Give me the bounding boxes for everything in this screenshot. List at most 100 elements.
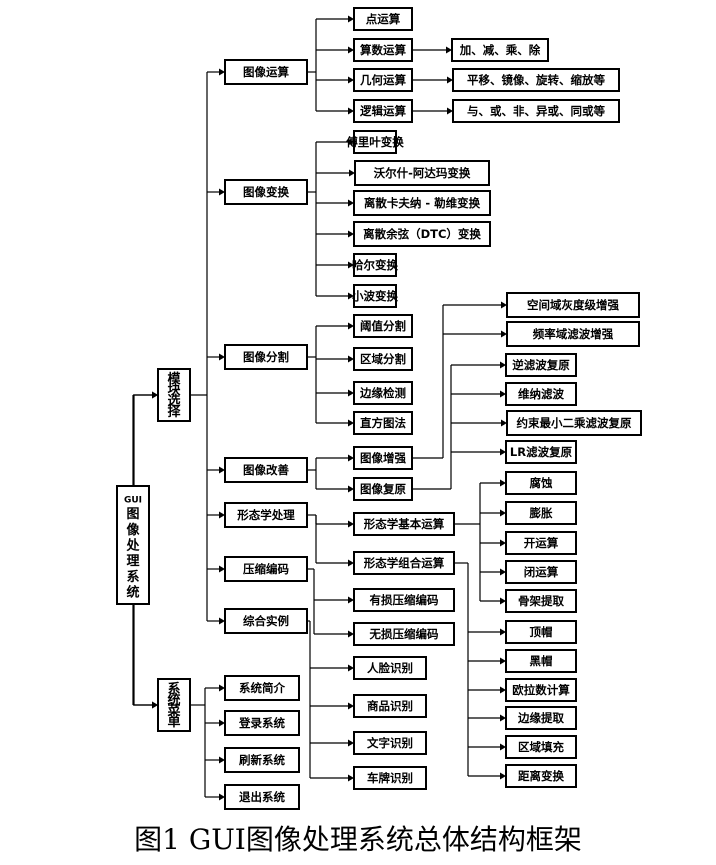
arrow-head [348,596,354,604]
node-frame [505,471,577,495]
node-frame [505,706,577,730]
node-label: 沃尔什-阿达玛变换 [374,166,471,180]
arrow-head [348,485,354,493]
arrow-head [447,76,453,84]
node-frame [353,68,413,92]
node-label: 直方图法 [360,416,406,430]
node-label: 与、或、非、异或、同或等 [467,104,605,118]
node-label: 商品识别 [367,699,413,713]
arrow-head [219,565,225,573]
node-lossless: 无损压缩编码 [353,622,455,646]
arrow-head [348,199,354,207]
node-frame [505,620,577,644]
figure-caption: 图1 GUI图像处理系统总体结构框架 [134,823,582,856]
arrow-head [447,107,453,115]
node-histogram: 直方图法 [353,411,413,435]
node-frame [224,675,300,701]
node-wavelet: 小波变换 [351,284,398,308]
arrow-head [348,520,354,528]
arrow-head [348,630,354,638]
node-frame [505,501,577,525]
arrow-head [500,479,506,487]
node-distance-transform: 距离变换 [505,764,577,788]
node-frame [505,649,577,673]
arrow-head [500,628,506,636]
node-label: 边缘提取 [517,711,564,725]
arrow-head [500,539,506,547]
node-dilation: 膨胀 [505,501,577,525]
node-region-fill: 区域填充 [505,735,577,759]
node-frame [353,694,427,718]
node-label: 黑帽 [530,654,553,668]
node-label: 形态学基本运算 [364,517,445,531]
node-klt: 离散卡夫纳 - 勒维变换 [353,190,491,216]
node-label: 欧拉数计算 [512,683,570,697]
arrow-head [500,657,506,665]
node-module-select: 模块选择 [157,368,191,422]
node-image-improve: 图像改善 [224,457,308,483]
node-frame [353,411,413,435]
arrow-head [500,714,506,722]
node-label: 有损压缩编码 [370,593,439,607]
node-frame [505,764,577,788]
arrow-head [348,739,354,747]
node-label: 综合实例 [243,614,289,628]
node-frame [353,512,455,536]
node-geom-op: 几何运算 [353,68,413,92]
node-label: 开运算 [524,536,559,550]
node-frame [353,477,413,501]
node-logic-op: 逻辑运算 [353,99,413,123]
node-label: 哈尔变换 [352,258,398,272]
arrow-head [500,743,506,751]
node-morph-combo: 形态学组合运算 [353,551,455,575]
node-frame [224,502,308,528]
node-frame [505,560,577,584]
node-dct: 离散余弦（DTC）变换 [353,221,491,247]
node-label: 模块选择 [167,371,181,420]
node-label: 区域填充 [518,740,564,754]
arrow-head [348,46,354,54]
arrow-head [219,353,225,361]
arrow-head [500,772,506,780]
node-point-op: 点运算 [353,7,413,31]
node-frame [224,710,300,736]
node-frame [224,608,308,634]
node-image-enhance: 图像增强 [353,446,413,470]
arrow-head [348,454,354,462]
node-refresh: 刷新系统 [224,747,300,773]
node-label: 加、减、乘、除 [459,43,541,57]
node-image-transform: 图像变换 [224,179,308,205]
node-frame [224,747,300,773]
node-plate-recog: 车牌识别 [353,766,427,790]
arrow-head [219,684,225,692]
node-freq-enhance: 频率域滤波增强 [506,321,640,347]
arrow-head [219,466,225,474]
node-label: 边缘检测 [359,386,406,400]
node-label: 区域分割 [360,352,406,366]
node-label: 维纳滤波 [518,387,564,401]
node-frame [505,382,577,406]
node-label: 形态学组合运算 [364,556,445,570]
node-blackhat: 黑帽 [505,649,577,673]
node-label: 无损压缩编码 [369,627,439,641]
node-label: 图像分割 [243,350,289,364]
node-frame [505,353,577,377]
arrow-head [219,756,225,764]
node-frame [157,678,191,732]
node-label: 几何运算 [360,73,406,87]
arrow-head [446,46,452,54]
node-frame [506,410,642,436]
node-image-seg: 图像分割 [224,344,308,370]
node-frame [452,99,620,123]
arrow-head [348,702,354,710]
node-login: 登录系统 [224,710,300,736]
node-label: 退出系统 [239,790,285,804]
node-text-recog: 文字识别 [353,731,427,755]
arrow-head [219,793,225,801]
arrow-head [500,390,506,398]
arrow-head [501,419,507,427]
arrow-head [348,230,354,238]
node-label: 腐蚀 [530,476,553,490]
node-label: 图像变换 [243,185,289,199]
